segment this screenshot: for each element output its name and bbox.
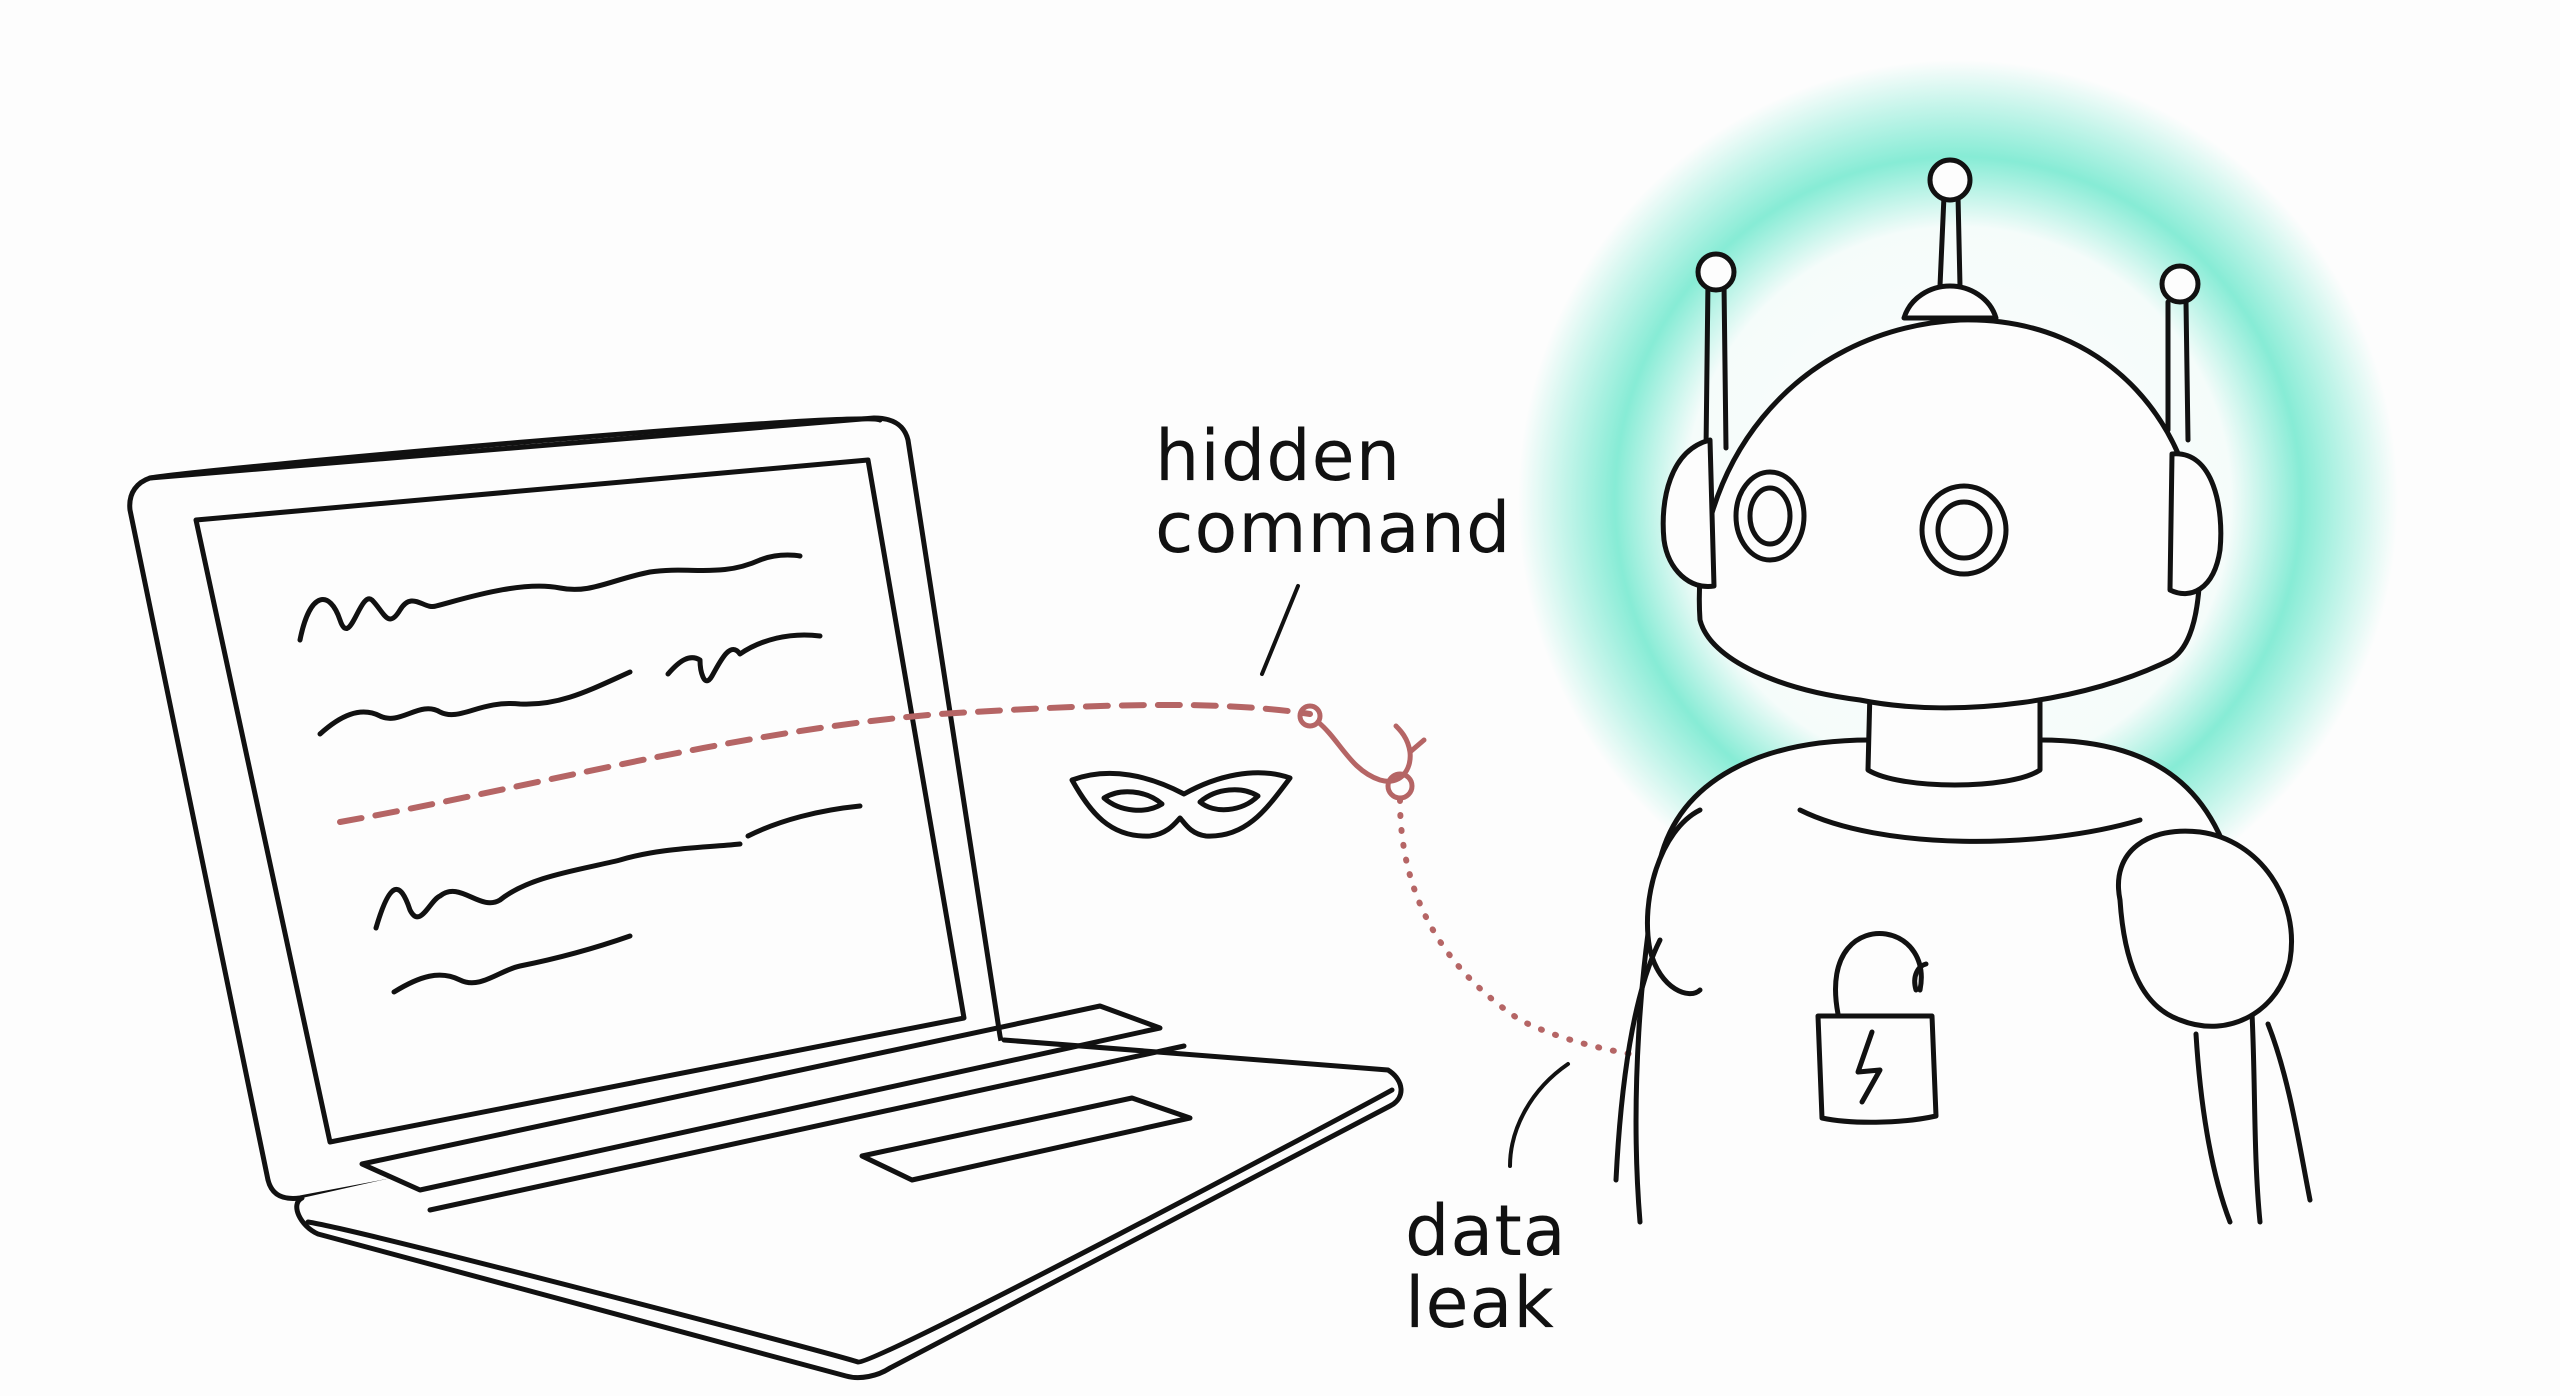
fishing-hook-icon [1297, 703, 1427, 801]
broken-padlock-icon [1815, 931, 1939, 1125]
hidden-command-label-line-1: hidden [1155, 415, 1402, 497]
mask-icon [1069, 770, 1293, 839]
hidden-command-label: hidden command [1155, 420, 1511, 564]
data-leak-label: data leak [1405, 1195, 1567, 1339]
hidden-command-label-line-2: command [1155, 487, 1512, 569]
data-leak-label-line-2: leak [1405, 1262, 1555, 1344]
hidden-command-callout [1260, 584, 1300, 676]
laptop-icon [127, 415, 1404, 1381]
hidden-command-path [337, 701, 1313, 825]
robot-icon [1613, 157, 2313, 1225]
data-leak-callout [1508, 1062, 1570, 1168]
data-leak-label-line-1: data [1405, 1190, 1567, 1272]
data-leak-path [1397, 797, 1813, 1070]
screen-text-scribbles [297, 552, 863, 995]
